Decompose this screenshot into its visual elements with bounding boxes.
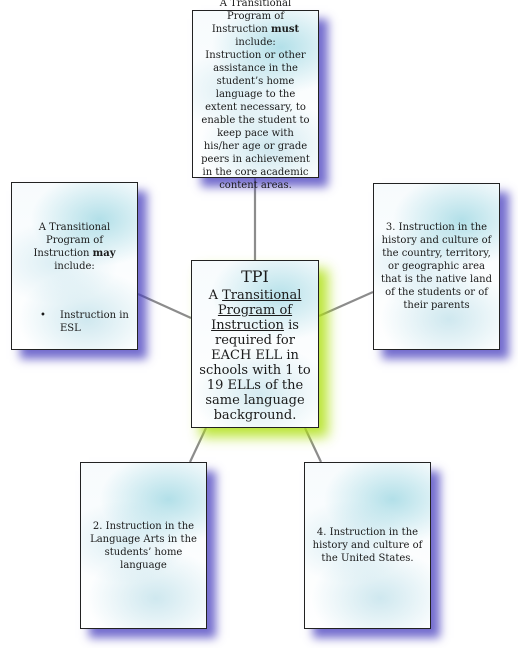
may-include-heading: A Transitional Program of Instruction ma… — [18, 221, 131, 273]
must-heading-text-a: A Transitional Program of Instruction — [211, 0, 292, 35]
must-include-heading: A Transitional Program of Instruction mu… — [199, 0, 312, 49]
connector-center-to-culture-us — [304, 427, 322, 463]
us-culture-box: 4. Instruction in the history and cultur… — [304, 462, 431, 629]
native-culture-text: 3. Instruction in the history and cultur… — [380, 222, 493, 311]
connector-center-to-may — [137, 292, 192, 320]
tpi-program-name: Transitional Program of Instruction — [211, 288, 302, 333]
language-arts-text: 2. Instruction in the Language Arts in t… — [90, 520, 197, 571]
must-heading-text-b: include: — [235, 36, 276, 48]
tpi-description: A Transitional Program of Instruction is… — [197, 288, 313, 423]
tpi-text-b: is required for EACH ELL in schools with… — [199, 318, 311, 423]
must-include-body: Instruction or other assistance in the s… — [201, 49, 310, 191]
language-arts-box: 2. Instruction in the Language Arts in t… — [80, 462, 207, 629]
us-culture-text: 4. Instruction in the history and cultur… — [312, 527, 423, 564]
may-include-box: A Transitional Program of Instruction ma… — [11, 182, 138, 350]
may-emphasis: may — [92, 248, 116, 259]
must-include-box: A Transitional Program of Instruction mu… — [192, 0, 319, 191]
connector-center-to-culture-native — [318, 290, 374, 318]
tpi-title: TPI — [241, 267, 269, 286]
connector-center-to-language-arts — [189, 427, 207, 463]
must-emphasis: must — [271, 23, 300, 35]
native-culture-box: 3. Instruction in the history and cultur… — [373, 183, 500, 350]
tpi-text-a: A — [208, 288, 223, 303]
tpi-center-box: TPI A Transitional Program of Instructio… — [191, 260, 319, 428]
may-include-list: • Instruction in ESL — [18, 309, 131, 335]
bullet-icon: • — [40, 310, 46, 321]
may-heading-text-a: A Transitional Program of Instruction — [33, 222, 111, 259]
may-heading-text-b: include: — [54, 261, 95, 272]
list-item: • Instruction in ESL — [40, 309, 131, 335]
list-item-text: Instruction in ESL — [60, 310, 129, 334]
